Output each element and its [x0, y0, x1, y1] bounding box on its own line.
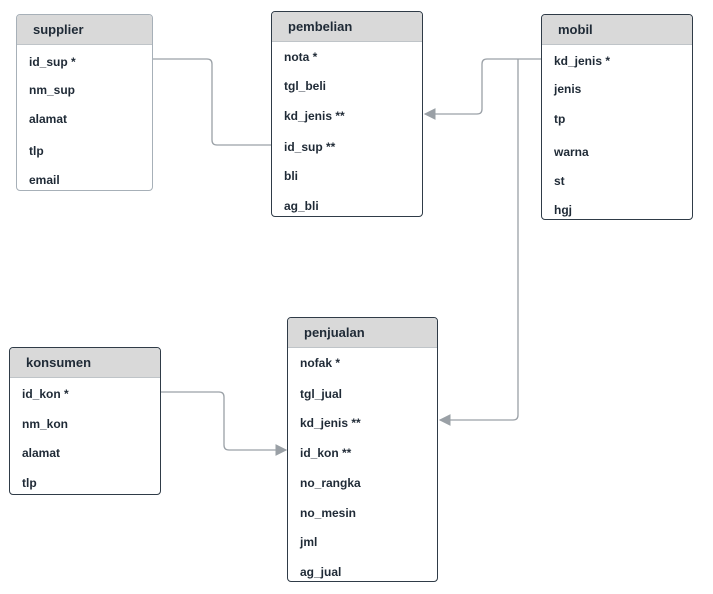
entity-supplier[interactable]: supplier id_sup * nm_sup alamat tlp emai… — [16, 14, 153, 191]
entity-pembelian[interactable]: pembelian nota * tgl_beli kd_jenis ** id… — [271, 11, 423, 217]
attribute-nm_kon: nm_kon — [22, 417, 69, 431]
attribute-alamat: alamat — [29, 112, 68, 126]
attribute-alamat: alamat — [22, 446, 61, 460]
connector-konsumen-penjualan — [160, 391, 288, 456]
attribute-no_mesin: no_mesin — [300, 506, 357, 520]
attribute-jenis: jenis — [554, 82, 582, 96]
attribute-warna: warna — [554, 145, 589, 159]
entity-penjualan-title: penjualan — [288, 318, 437, 348]
attribute-tlp: tlp — [22, 476, 37, 490]
attribute-jml: jml — [300, 535, 318, 549]
attribute-tlp: tlp — [29, 144, 44, 158]
connector-mobil-penjualan — [438, 59, 519, 426]
entity-mobil[interactable]: mobil kd_jenis * jenis tp warna st hgj — [541, 14, 693, 220]
attribute-id_kon: id_kon * — [22, 387, 69, 401]
entity-supplier-title: supplier — [17, 15, 152, 45]
attribute-tp: tp — [554, 112, 566, 126]
attribute-ag_bli: ag_bli — [284, 199, 319, 213]
attribute-st: st — [554, 174, 565, 188]
attribute-id_sup: id_sup ** — [284, 140, 336, 154]
attribute-kd_jenis: kd_jenis * — [554, 54, 611, 68]
connector-mobil-pembelian — [423, 58, 543, 120]
entity-pembelian-title: pembelian — [272, 12, 422, 42]
attribute-nota: nota * — [284, 50, 318, 64]
attribute-nm_sup: nm_sup — [29, 83, 76, 97]
attribute-tgl_beli: tgl_beli — [284, 79, 327, 93]
attribute-nofak: nofak * — [300, 356, 341, 370]
attribute-id_sup: id_sup * — [29, 55, 76, 69]
entity-konsumen[interactable]: konsumen id_kon * nm_kon alamat tlp — [9, 347, 161, 495]
attribute-id_kon: id_kon ** — [300, 446, 352, 460]
attribute-kd_jenis: kd_jenis ** — [284, 109, 345, 123]
attribute-hgj: hgj — [554, 203, 572, 217]
attribute-ag_jual: ag_jual — [300, 565, 342, 579]
entity-konsumen-title: konsumen — [10, 348, 160, 378]
entity-mobil-title: mobil — [542, 15, 692, 45]
attribute-tgl_jual: tgl_jual — [300, 387, 343, 401]
attribute-bli: bli — [284, 169, 298, 183]
attribute-kd_jenis: kd_jenis ** — [300, 416, 361, 430]
attribute-email: email — [29, 173, 60, 187]
attribute-no_rangka: no_rangka — [300, 476, 361, 490]
entity-penjualan[interactable]: penjualan nofak * tgl_jual kd_jenis ** i… — [287, 317, 438, 582]
connector-supplier-pembelian — [152, 58, 284, 151]
